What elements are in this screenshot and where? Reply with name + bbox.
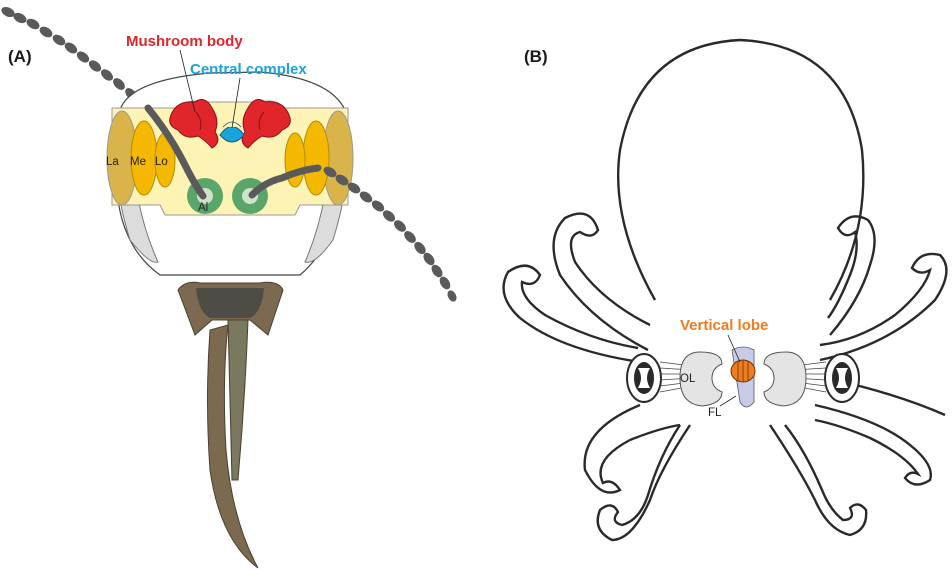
octopus-eye-right bbox=[825, 354, 859, 402]
optic-lobe-right bbox=[764, 352, 806, 406]
optic-lobe-label: OL bbox=[680, 373, 696, 385]
antennal-lobe-label: Al bbox=[198, 202, 208, 214]
octopus-eye-left bbox=[627, 354, 661, 402]
medulla-label: Me bbox=[130, 156, 146, 168]
labrum bbox=[196, 288, 264, 318]
vertical-lobe-label: Vertical lobe bbox=[680, 317, 768, 334]
frontal-lobe-leader bbox=[720, 396, 736, 406]
panel-b: (B) bbox=[504, 40, 947, 540]
panel-b-label: (B) bbox=[524, 47, 548, 66]
medulla-right bbox=[303, 121, 329, 195]
lobula-label: Lo bbox=[155, 156, 168, 168]
lamina-label: La bbox=[106, 156, 119, 168]
panel-a: (A) Mushroom body Central complex La Me … bbox=[0, 5, 458, 568]
panel-a-label: (A) bbox=[8, 47, 32, 66]
mushroom-body-label: Mushroom body bbox=[126, 33, 243, 50]
central-complex-label: Central complex bbox=[190, 61, 307, 78]
octopus-arm-lower-right bbox=[815, 405, 931, 485]
octopus-arm-left bbox=[504, 266, 640, 362]
octopus-arm-bottom-right bbox=[770, 425, 866, 535]
proboscis-right bbox=[228, 320, 248, 480]
octopus-mantle bbox=[618, 40, 863, 300]
frontal-lobe-label: FL bbox=[708, 407, 722, 419]
